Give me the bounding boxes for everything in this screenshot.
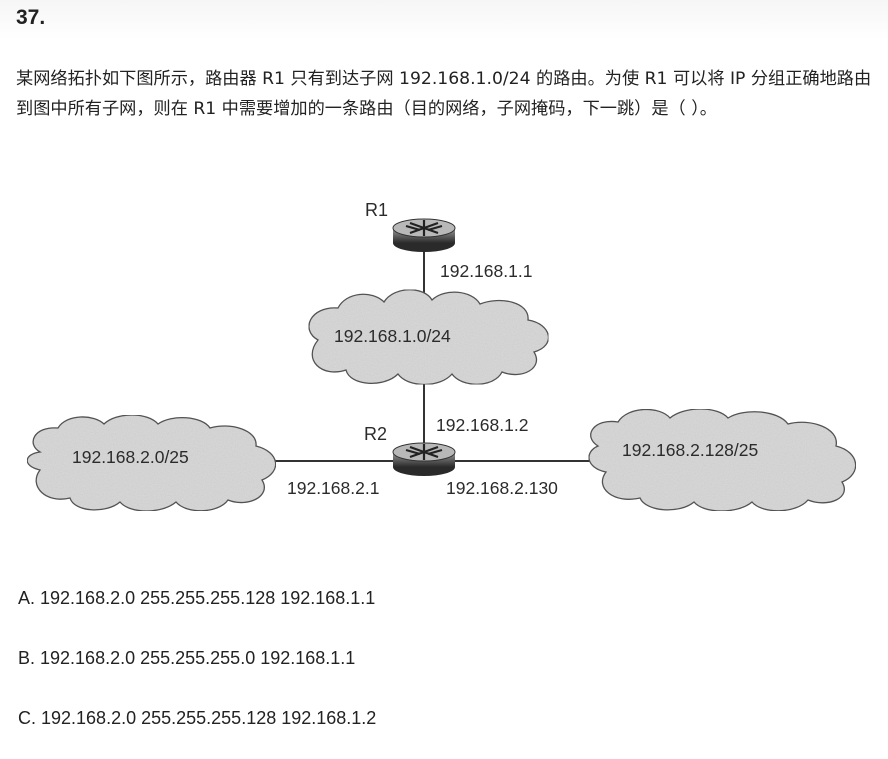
question-number: 37. xyxy=(16,6,46,29)
option-b[interactable]: B. 192.168.2.0 255.255.255.0 192.168.1.1 xyxy=(18,648,356,668)
router-r1-ip: 192.168.1.1 xyxy=(440,261,532,281)
router-r2-ip-left: 192.168.2.1 xyxy=(287,478,379,498)
network-label-1: 192.168.1.0/24 xyxy=(334,326,451,346)
network-cloud-3: 192.168.2.128/25 xyxy=(588,408,857,512)
router-r2-ip-up: 192.168.1.2 xyxy=(436,415,528,435)
router-r1-name: R1 xyxy=(365,200,388,220)
router-r1-icon xyxy=(392,218,456,252)
option-c[interactable]: C. 192.168.2.0 255.255.255.128 192.168.1… xyxy=(18,708,377,728)
router-r2-ip-right: 192.168.2.130 xyxy=(446,478,558,498)
network-topology-diagram: 192.168.1.0/24 192.168.2.0/25 192.168.2.… xyxy=(26,200,857,512)
network-cloud-2: 192.168.2.0/25 xyxy=(26,414,277,512)
option-a[interactable]: A. 192.168.2.0 255.255.255.128 192.168.1… xyxy=(18,588,376,608)
network-label-2: 192.168.2.0/25 xyxy=(72,447,189,467)
network-label-3: 192.168.2.128/25 xyxy=(622,440,758,460)
question-header-bar xyxy=(0,0,888,40)
question-stem: 某网络拓扑如下图所示，路由器 R1 只有到达子网 192.168.1.0/24 … xyxy=(16,69,872,119)
network-cloud-1: 192.168.1.0/24 xyxy=(308,289,550,386)
router-r2-name: R2 xyxy=(364,424,387,444)
router-r2-icon xyxy=(392,442,456,476)
